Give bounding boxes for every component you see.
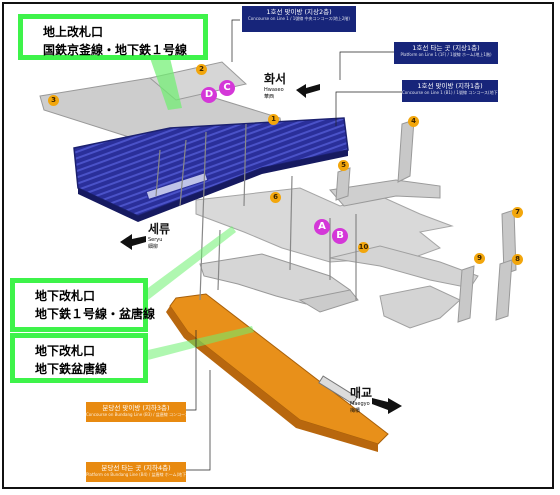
exit-3-marker: 3 xyxy=(48,95,59,106)
exit-4-marker: 4 xyxy=(408,116,419,127)
callout-title: 地下改札口 xyxy=(35,344,96,358)
arrow-maegyo xyxy=(372,398,402,414)
exit-tower-8 xyxy=(495,259,513,321)
exit-5-marker: 5 xyxy=(338,160,349,171)
line1-train xyxy=(145,171,209,201)
exit-7-marker: 7 xyxy=(512,207,523,218)
gate-a-marker: A xyxy=(314,219,330,235)
tag-platform-bundang: 분당선 타는 곳 (지하4층) Platform on Bundang Line… xyxy=(86,462,194,482)
callout2-pointer xyxy=(148,226,236,300)
b3-corridor xyxy=(379,285,461,329)
connector-columns xyxy=(155,123,357,301)
callout1-pointer xyxy=(150,58,182,110)
callout-lines: 国鉄京釜線・地下鉄１号線 xyxy=(43,43,188,57)
direction-arrows xyxy=(120,84,402,414)
exit-9-marker: 9 xyxy=(474,253,485,264)
bundang-train xyxy=(318,375,358,405)
exit-1-marker: 1 xyxy=(268,114,279,125)
callout3-pointer xyxy=(148,326,254,360)
direction-maegyo: 매교 Maegyo 梅橋 xyxy=(350,386,373,414)
line1-platform-edge xyxy=(78,150,348,222)
tag-concourse-bundang: 분당선 맞이방 (지하3층) Concourse on Bundang Line… xyxy=(86,402,206,422)
exit-8-marker: 8 xyxy=(512,254,523,265)
tag-concourse-line1: 1호선 맞이방 (지상2층) Concourse on Line 1 / 1號線… xyxy=(242,6,356,32)
exit-6-marker: 6 xyxy=(270,192,281,203)
exit-tower-5 xyxy=(335,167,351,201)
gate-c-marker: C xyxy=(219,80,235,96)
tag-leader-lines xyxy=(186,19,402,471)
ground-gate-callout: 地上改札口 国鉄京釜線・地下鉄１号線 xyxy=(18,14,208,60)
arrow-hwaseo xyxy=(296,84,320,98)
callout-lines: 地下鉄１号線・盆唐線 xyxy=(35,307,156,321)
callout-title: 地上改札口 xyxy=(43,25,104,39)
underground-gate-callout-line1-bundang: 地下改札口 地下鉄１号線・盆唐線 xyxy=(10,278,156,332)
tag-platform-line1: 1호선 타는 곳 (지상1층) Platform on Line 1 (1F) … xyxy=(394,42,498,64)
gate-b-marker: B xyxy=(332,228,348,244)
b1-concourse-ramp xyxy=(329,179,441,207)
arrow-seryu xyxy=(120,234,146,250)
underground-gate-callout-bundang: 地下改札口 地下鉄盆唐線 xyxy=(10,333,148,383)
exit-tower-9 xyxy=(457,265,475,323)
exit-tower-4 xyxy=(397,119,415,183)
callout-title: 地下改札口 xyxy=(35,289,96,303)
b1-corridor-right xyxy=(329,245,479,289)
bundang-platform-slab xyxy=(169,293,389,445)
direction-hwaseo: 화서 Hwaseo 華西 xyxy=(264,72,287,100)
b3-stair xyxy=(298,289,359,313)
exit-10-marker: 10 xyxy=(358,242,369,253)
exit-2-marker: 2 xyxy=(196,64,207,75)
callout-lines: 地下鉄盆唐線 xyxy=(35,362,108,376)
tag-concourse-line1-b1: 1호선 맞이방 (지하1층) Concourse on Line 1 (B1) … xyxy=(402,80,506,102)
direction-seryu: 세류 Seryu 細柳 xyxy=(148,222,171,250)
gate-d-marker: D xyxy=(201,87,217,103)
